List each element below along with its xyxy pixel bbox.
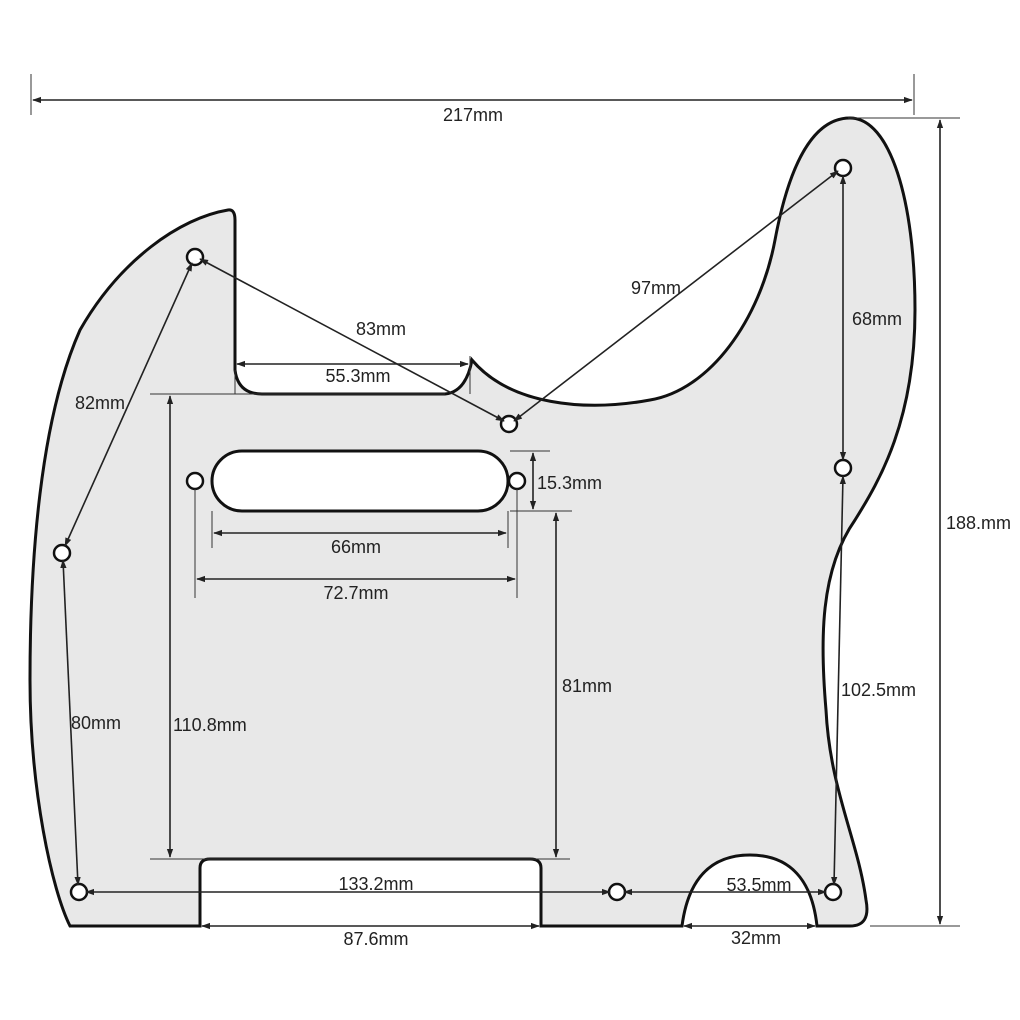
label-82mm: 82mm: [75, 393, 125, 413]
label-overall-width: 217mm: [443, 105, 503, 125]
label-102-5mm: 102.5mm: [841, 680, 916, 700]
dim-line-102-5mm: [831, 475, 846, 886]
screw-hole-upper-right: [833, 158, 853, 178]
label-15-3mm: 15.3mm: [537, 473, 602, 493]
screw-hole-bottom-right: [823, 882, 843, 902]
label-81mm: 81mm: [562, 676, 612, 696]
dim-line-83mm: [199, 258, 505, 422]
label-80mm: 80mm: [71, 713, 121, 733]
label-overall-height: 188.mm: [946, 513, 1011, 533]
screw-hole-center: [499, 414, 519, 434]
screw-hole-mid-right: [833, 458, 853, 478]
pickguard-outline: [28, 116, 917, 928]
label-68mm: 68mm: [852, 309, 902, 329]
label-53-5mm: 53.5mm: [726, 875, 791, 895]
label-66mm: 66mm: [331, 537, 381, 557]
label-83mm: 83mm: [356, 319, 406, 339]
pickup-screw-hole-right: [507, 471, 527, 491]
dimension-lines: [32, 96, 944, 930]
screw-hole-left: [52, 543, 72, 563]
dimension-labels: 217mm 188.mm 83mm 55.3mm 97mm 68mm 82mm …: [71, 105, 1011, 949]
label-87-6mm: 87.6mm: [343, 929, 408, 949]
label-72-7mm: 72.7mm: [323, 583, 388, 603]
dim-line-80mm: [60, 559, 81, 886]
label-32mm: 32mm: [731, 928, 781, 948]
screw-hole-bottom-middle: [607, 882, 627, 902]
pickup-screw-hole-left: [185, 471, 205, 491]
label-133-2mm: 133.2mm: [338, 874, 413, 894]
label-55-3mm: 55.3mm: [325, 366, 390, 386]
dim-line-82mm: [64, 262, 193, 547]
label-97mm: 97mm: [631, 278, 681, 298]
screw-hole-bottom-left: [69, 882, 89, 902]
screw-hole-upper-left: [185, 247, 205, 267]
dim-line-97mm: [513, 170, 839, 422]
pickup-cutout: [210, 449, 510, 513]
label-110-8mm: 110.8mm: [173, 715, 247, 735]
